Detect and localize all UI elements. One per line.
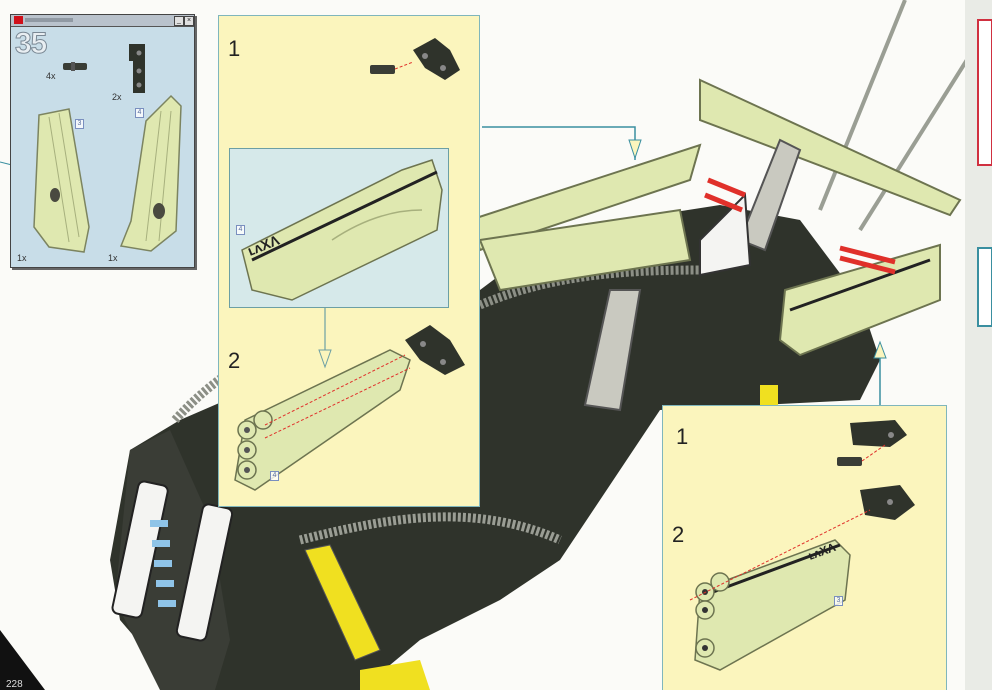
- quantity-label-panel-right: 1x: [108, 253, 118, 263]
- callout-right-step-2: 2: [672, 522, 685, 547]
- down-arrow-icon: [318, 307, 332, 369]
- beam-bent-icon: [129, 44, 145, 93]
- quantity-label-panel-left: 1x: [17, 253, 27, 263]
- right-part-badge: 3: [834, 596, 843, 606]
- close-icon: ×: [184, 16, 194, 26]
- parts-list-window: _ × 35 4x 2x 3 1x 4 1x: [10, 14, 195, 268]
- quantity-label-pin: 4x: [46, 71, 56, 81]
- quantity-label-beam: 2x: [112, 92, 122, 102]
- inner-detail-badge: 4: [236, 225, 245, 235]
- panel-detail-illustration: ʟʌXɅ: [241, 159, 443, 301]
- callout-right-step-1: 1: [676, 424, 689, 449]
- step-number: 35: [14, 27, 47, 61]
- minimize-icon: _: [174, 16, 184, 26]
- callout-left-step-1: 1: [228, 36, 241, 61]
- panel-left-icon: [33, 108, 90, 253]
- right-step1-parts-illustration: [837, 420, 907, 466]
- parts-list-titlebar: _ ×: [11, 15, 194, 27]
- step1-parts-illustration: [370, 38, 460, 80]
- axle-pin-icon: [63, 62, 87, 71]
- step2-badge: 4: [270, 471, 279, 481]
- page-number: 228: [6, 679, 23, 690]
- step2-assembly-illustration: [234, 325, 465, 491]
- right-step2-assembly-illustration: ʟʌXɅ: [689, 485, 915, 671]
- panel-right-icon: [119, 94, 182, 252]
- callout-left-step-2: 2: [228, 348, 241, 373]
- title-strip: [25, 18, 73, 22]
- logo-icon: [14, 16, 23, 24]
- part-badge-3: 3: [75, 119, 84, 129]
- part-badge-4: 4: [135, 108, 144, 118]
